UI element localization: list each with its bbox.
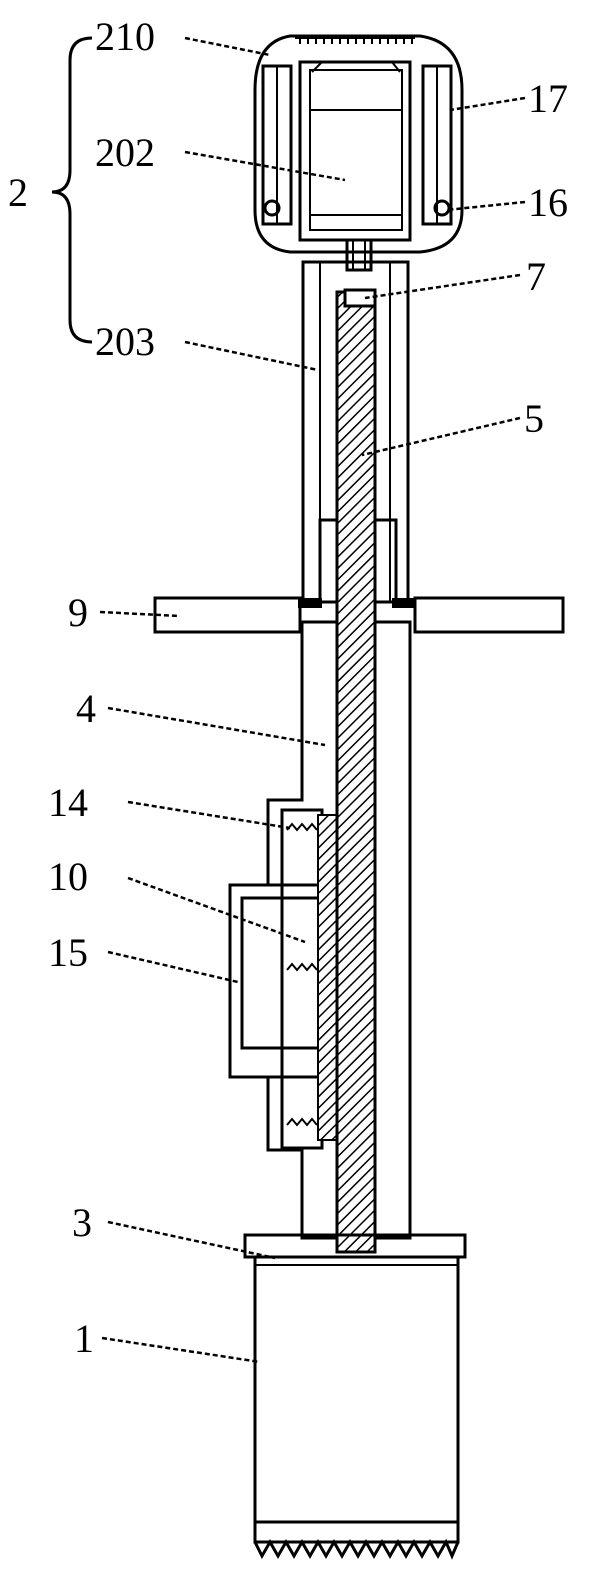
label-4: 4 (76, 686, 96, 731)
label-2: 2 (8, 170, 28, 215)
label-16: 16 (528, 180, 568, 225)
label-17: 17 (528, 76, 568, 121)
label-203: 203 (95, 319, 155, 364)
fin-rib (295, 36, 415, 44)
label-14: 14 (48, 780, 88, 825)
drill-teeth (253, 1538, 460, 1560)
label-7: 7 (526, 254, 546, 299)
ring-plate (153, 596, 565, 634)
label-202: 202 (95, 130, 155, 175)
label-210: 210 (95, 14, 155, 59)
brace (51, 36, 93, 344)
rod-cap-7 (343, 288, 377, 308)
sampling-drum (243, 1233, 467, 1560)
label-1: 1 (74, 1316, 94, 1361)
roller-wheel-16 (433, 199, 451, 217)
gear-box (228, 808, 343, 1150)
label-5: 5 (524, 396, 544, 441)
label-15: 15 (48, 930, 88, 975)
side-rail-left (261, 64, 293, 226)
motor-body (298, 60, 412, 242)
motor-housing (253, 34, 464, 254)
shaft-coupling (345, 238, 373, 272)
label-3: 3 (72, 1200, 92, 1245)
leader-lines (99, 36, 526, 1364)
label-9: 9 (68, 590, 88, 635)
screw-rod (335, 288, 377, 1254)
roller-wheel-left (263, 199, 281, 217)
guide-tube (266, 620, 412, 1240)
side-rail-right (421, 64, 453, 226)
label-10: 10 (48, 854, 88, 899)
